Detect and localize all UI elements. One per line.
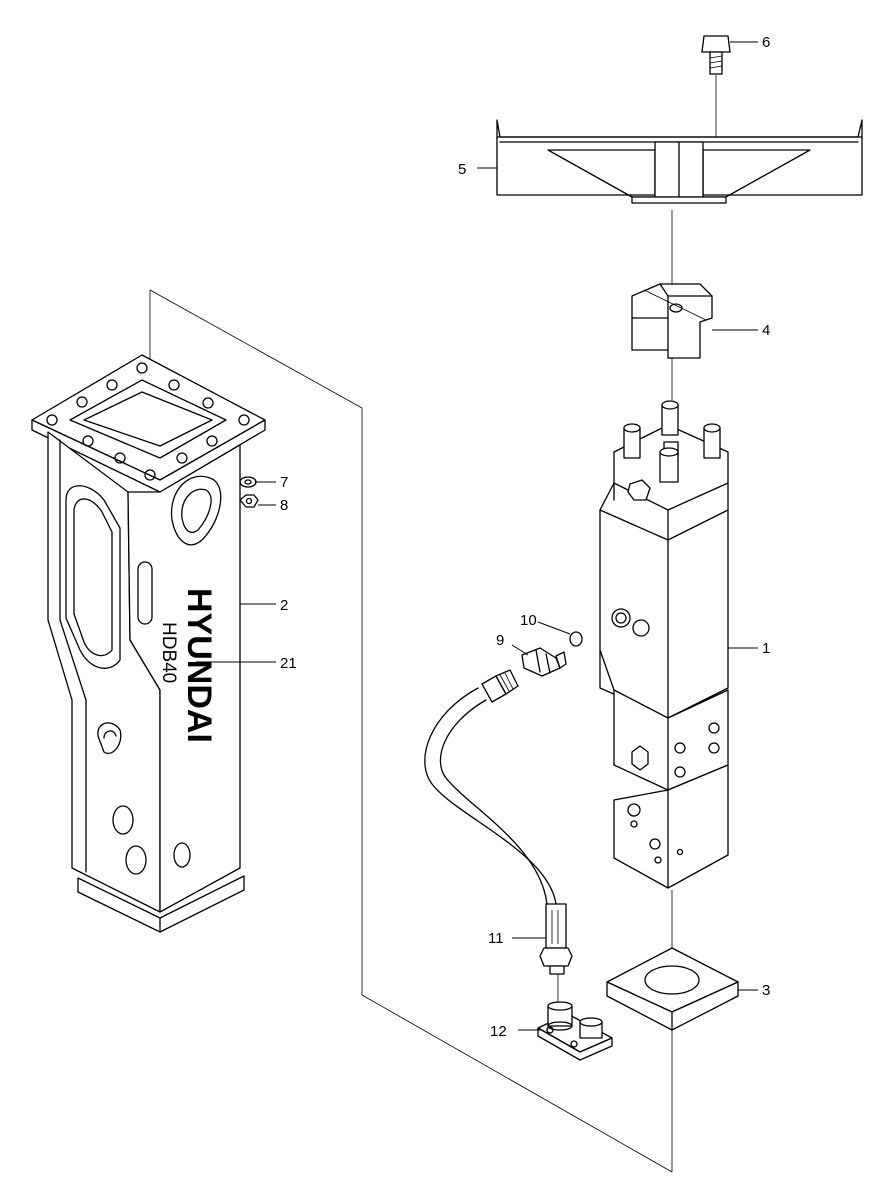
callout-4: 4 <box>762 322 770 339</box>
part-12-fitting-block <box>537 1001 613 1061</box>
assembly-guide-lines <box>149 75 717 1173</box>
part-8-nut <box>239 494 259 508</box>
part-9-adapter <box>521 647 567 677</box>
brand-decal: HYUNDAI <box>180 588 218 743</box>
callout-leaders <box>196 41 758 1031</box>
callout-5: 5 <box>458 161 466 178</box>
part-5-top-cover <box>496 119 863 204</box>
model-decal: HDB40 <box>158 622 179 683</box>
part-1-main-body <box>599 400 729 889</box>
callout-labels: 1 2 3 4 5 6 7 8 9 10 11 12 21 <box>280 34 770 1040</box>
callout-12: 12 <box>490 1023 507 1040</box>
callout-1: 1 <box>762 640 770 657</box>
callout-10: 10 <box>520 612 537 629</box>
part-10-o-ring <box>569 631 583 647</box>
part-4-rubber-damper <box>631 283 713 359</box>
part-6-bolt <box>701 35 731 75</box>
callout-7: 7 <box>280 474 288 491</box>
part-2-bracket-housing: HYUNDAI HDB40 <box>31 354 266 933</box>
part-11-hose <box>424 669 573 975</box>
callout-3: 3 <box>762 982 770 999</box>
part-7-washer <box>239 476 257 488</box>
callout-9: 9 <box>496 632 504 649</box>
callout-11: 11 <box>488 930 504 947</box>
callout-6: 6 <box>762 34 770 51</box>
callout-8: 8 <box>280 497 288 514</box>
callout-21: 21 <box>280 655 297 672</box>
part-3-bottom-plate <box>606 947 739 1031</box>
callout-2: 2 <box>280 597 288 614</box>
